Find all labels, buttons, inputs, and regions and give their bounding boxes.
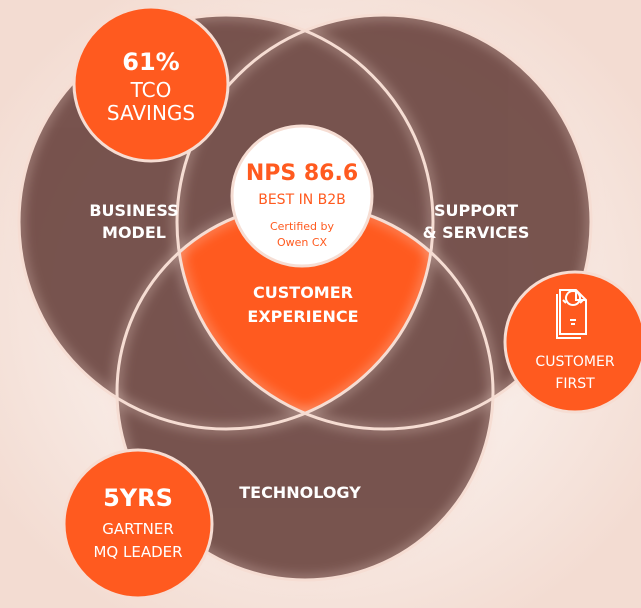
- technology-label: TECHNOLOGY: [239, 483, 361, 502]
- nps-value: NPS 86.6: [246, 161, 358, 186]
- customer-first-line1: CUSTOMER: [535, 354, 614, 370]
- nps-cert-line1: Certified by: [270, 220, 334, 233]
- support-services-ring: [175, 13, 593, 431]
- center-intersection: [177, 204, 433, 429]
- tco-value: 61%: [122, 48, 179, 76]
- gartner-value: 5YRS: [103, 484, 173, 512]
- nps-badge: NPS 86.6 BEST IN B2B Certified by Owen C…: [230, 124, 374, 268]
- gartner-line1: GARTNER: [102, 520, 174, 538]
- support-services-label-2: & SERVICES: [423, 223, 530, 242]
- tco-badge: 61% TCO SAVINGS: [72, 5, 230, 163]
- gartner-line2: MQ LEADER: [93, 543, 182, 561]
- customer-first-badge: CUSTOMER FIRST: [503, 270, 641, 414]
- customer-experience-label-2: EXPERIENCE: [247, 307, 358, 326]
- nps-cert-line2: Owen CX: [277, 236, 328, 249]
- business-model-ring: [17, 13, 435, 431]
- gartner-badge: 5YRS GARTNER MQ LEADER: [62, 448, 214, 600]
- business-model-label-1: BUSINESS: [89, 201, 178, 220]
- nps-subtitle: BEST IN B2B: [258, 192, 346, 208]
- customer-first-line2: FIRST: [555, 376, 595, 392]
- support-services-label-1: SUPPORT: [434, 201, 518, 220]
- business-model-label-2: MODEL: [102, 223, 166, 242]
- customer-experience-label-1: CUSTOMER: [253, 283, 353, 302]
- lightbulb-document-icon: [556, 289, 587, 339]
- tco-line2: SAVINGS: [107, 101, 195, 125]
- tco-line1: TCO: [130, 78, 172, 102]
